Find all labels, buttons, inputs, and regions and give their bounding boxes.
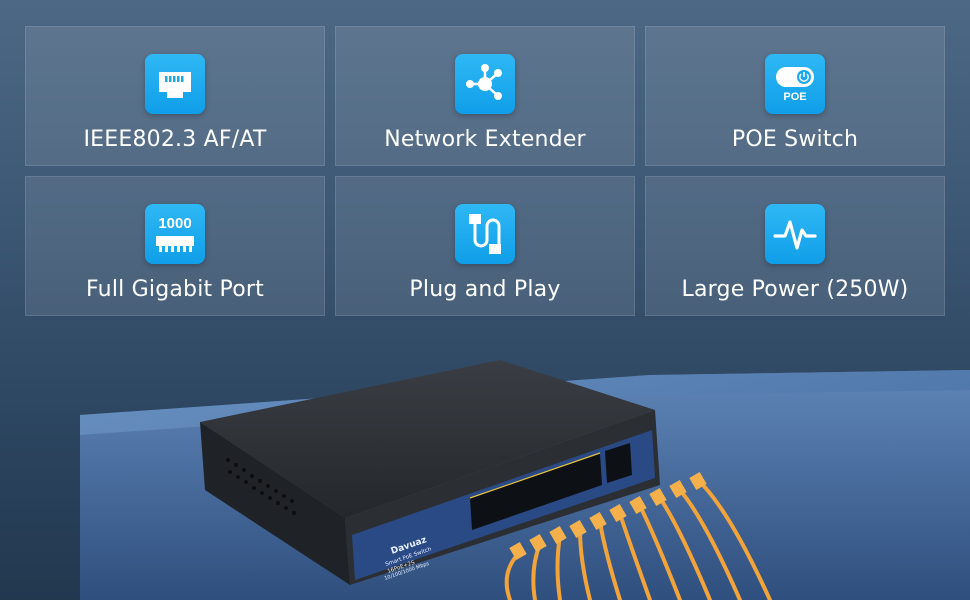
- product-scene: Davuaz Smart PoE Switch 16PoE+2S 10/100/…: [80, 360, 970, 600]
- feature-label: IEEE802.3 AF/AT: [83, 127, 267, 152]
- poe-icon-text: POE: [783, 90, 807, 103]
- feature-label: POE Switch: [731, 127, 859, 152]
- ethernet-port-icon: [145, 54, 205, 114]
- feature-card-gigabit: 1000 Full Gigabit Port: [25, 176, 325, 316]
- feature-card-power: Large Power (250W): [645, 176, 945, 316]
- ethernet-cables: [504, 480, 772, 600]
- feature-grid: IEEE802.3 AF/AT Network Extender: [25, 26, 945, 316]
- cable-connectors: [509, 471, 707, 561]
- power-wave-icon: [765, 204, 825, 264]
- gigabit-port-icon: 1000: [145, 204, 205, 264]
- feature-label: Plug and Play: [409, 277, 561, 302]
- ethernet-ports: [469, 443, 632, 530]
- feature-card-ieee: IEEE802.3 AF/AT: [25, 26, 325, 166]
- vent-grille: [226, 458, 296, 515]
- feature-label: Large Power (250W): [681, 277, 909, 302]
- feature-label: Full Gigabit Port: [86, 277, 264, 302]
- feature-card-poe: POE POE Switch: [645, 26, 945, 166]
- feature-label: Network Extender: [384, 127, 586, 152]
- feature-card-plug: Plug and Play: [335, 176, 635, 316]
- plug-cable-icon: [455, 204, 515, 264]
- poe-switch-device: Davuaz Smart PoE Switch 16PoE+2S 10/100/…: [200, 360, 660, 585]
- gigabit-icon-text: 1000: [158, 214, 192, 232]
- feature-card-extender: Network Extender: [335, 26, 635, 166]
- network-hub-icon: [455, 54, 515, 114]
- poe-toggle-icon: POE: [765, 54, 825, 114]
